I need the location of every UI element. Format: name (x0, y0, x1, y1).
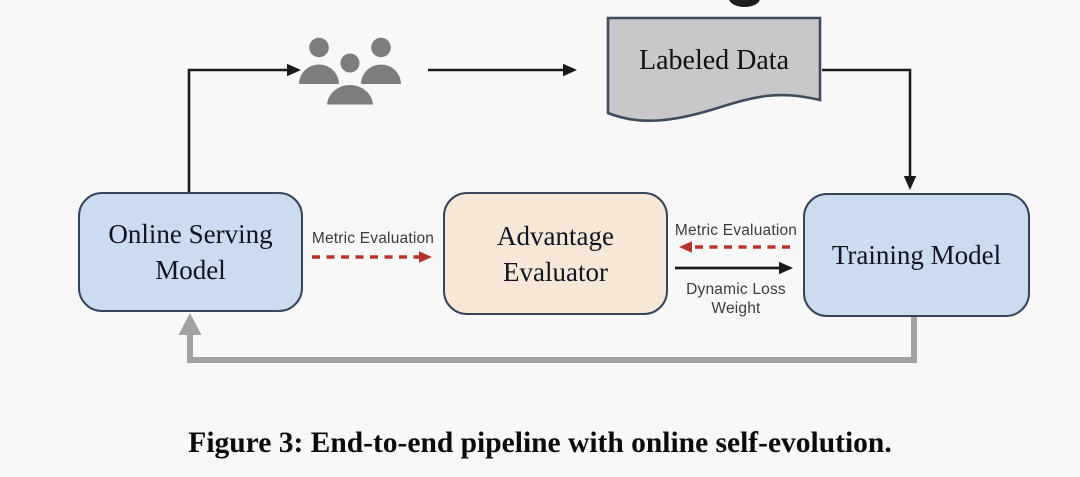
cropped-glyph-fragment (729, 0, 760, 7)
labeled-data-node: Labeled Data (606, 16, 822, 128)
online-serving-model-node: Online Serving Model (78, 192, 303, 312)
online-serving-model-label: Online Serving Model (108, 219, 273, 285)
edge-metric-evaluation-right (679, 241, 790, 253)
edge-feedback-loop (178, 313, 917, 363)
edge-labeled-data-to-training (822, 68, 917, 190)
metric-evaluation-left-label: Metric Evaluation (311, 230, 435, 247)
figure-caption: Figure 3: End-to-end pipeline with onlin… (188, 427, 892, 459)
edge-metric-evaluation-left (312, 251, 432, 263)
users-group-icon (299, 37, 401, 108)
training-model-label: Training Model (831, 240, 1002, 270)
labeled-data-label: Labeled Data (638, 45, 790, 76)
edge-serving-to-users (187, 63, 301, 192)
training-model-node: Training Model (803, 193, 1030, 317)
metric-evaluation-right-label: Metric Evaluation (674, 222, 798, 239)
dynamic-loss-weight-label: Dynamic Loss Weight (686, 281, 786, 317)
document-shape (606, 16, 822, 122)
advantage-evaluator-label: Advantage Evaluator (497, 220, 614, 287)
edge-dynamic-loss-weight (675, 261, 793, 275)
edge-users-to-labeled-data (428, 63, 577, 77)
advantage-evaluator-node: Advantage Evaluator (443, 192, 668, 315)
